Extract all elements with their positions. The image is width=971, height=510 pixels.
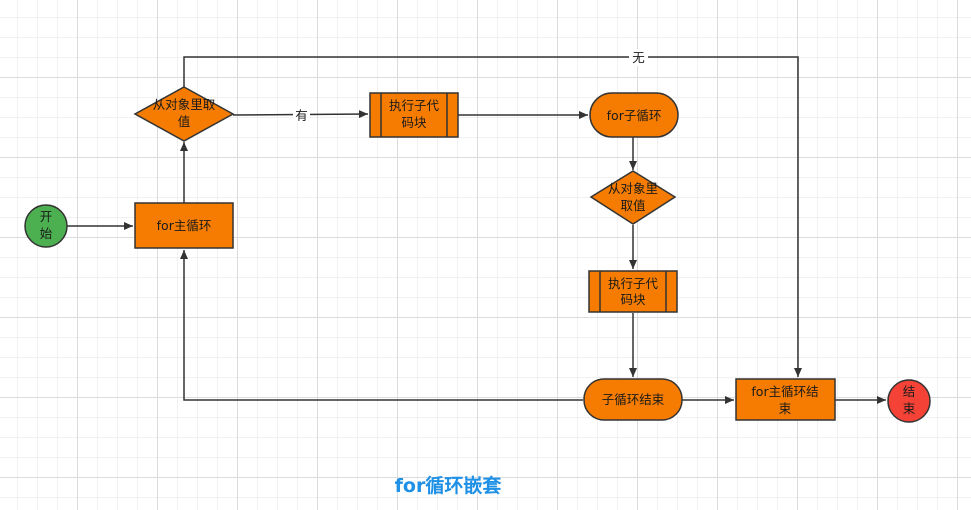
main-loop-label: for主循环: [157, 218, 212, 233]
main-loop-node[interactable]: for主循环: [134, 202, 234, 249]
outer-exec-line2: 码块: [401, 115, 427, 130]
start-node-line1: 开: [40, 209, 53, 224]
start-node-line2: 始: [40, 226, 53, 241]
end-node-line2: 束: [903, 401, 916, 416]
inner-decision-line2: 取值: [620, 198, 645, 213]
end-node[interactable]: 结 束: [887, 379, 931, 423]
sub-loop-node[interactable]: for子循环: [589, 92, 679, 138]
edge-sub-loop-end-back-to-main-loop: [180, 250, 583, 401]
inner-decision-line1: 从对象里: [608, 181, 658, 196]
edge-label-yes: 有: [293, 106, 310, 123]
edge-decision-no-to-main-loop-end: [183, 56, 802, 377]
outer-decision-line2: 值: [178, 114, 191, 129]
sub-loop-end-node[interactable]: 子循环结束: [583, 378, 683, 421]
main-loop-end-node[interactable]: for主循环结 束: [735, 378, 836, 421]
start-node[interactable]: 开 始: [24, 204, 68, 248]
diagram-title: for循环嵌套: [394, 475, 502, 497]
sub-loop-end-label: 子循环结束: [602, 392, 665, 407]
edge-label-no-text: 无: [632, 50, 645, 65]
outer-exec-line1: 执行子代: [389, 98, 440, 113]
edge-label-yes-text: 有: [295, 108, 308, 123]
outer-exec-node[interactable]: 执行子代 码块: [369, 92, 459, 138]
inner-exec-node[interactable]: 执行子代 码块: [588, 270, 678, 313]
main-loop-end-line2: 束: [779, 401, 792, 416]
edges: [67, 56, 886, 404]
inner-exec-line1: 执行子代: [608, 276, 659, 291]
outer-decision-line1: 从对象里取: [153, 97, 216, 112]
end-node-line1: 结: [903, 384, 916, 399]
sub-loop-label: for子循环: [607, 108, 662, 123]
inner-exec-line2: 码块: [620, 292, 646, 307]
main-loop-end-line1: for主循环结: [751, 384, 818, 399]
inner-decision-node[interactable]: 从对象里 取值: [589, 170, 677, 225]
outer-decision-node[interactable]: 从对象里取 值: [133, 86, 235, 142]
edge-label-no: 无: [629, 49, 648, 66]
